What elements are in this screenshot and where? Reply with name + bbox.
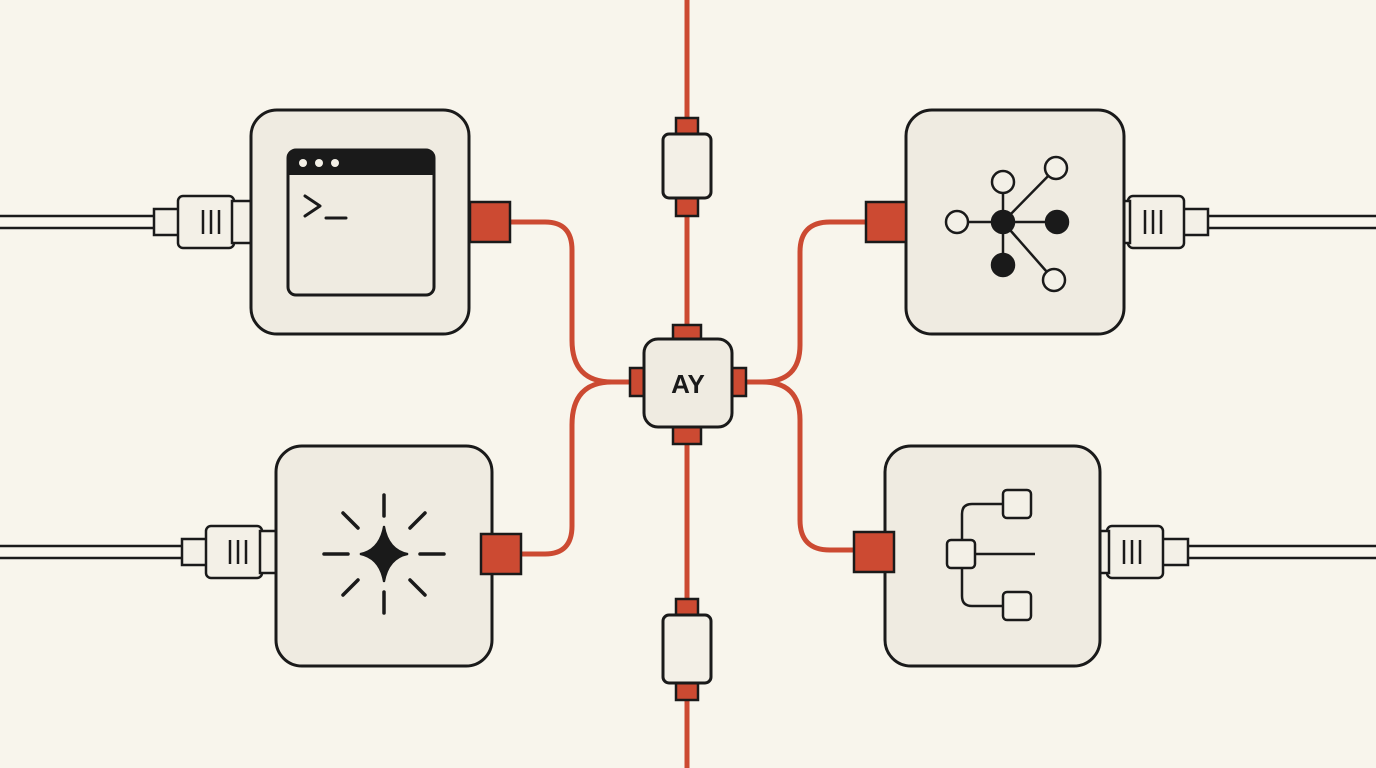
hierarchy-tree-icon (945, 488, 1035, 622)
terminal-window-icon (286, 148, 436, 297)
node-tree (852, 444, 1102, 668)
node-terminal (249, 108, 512, 336)
top-inline-connector (661, 116, 713, 218)
sparkle-burst-icon (322, 493, 446, 615)
accent-cables (507, 219, 871, 557)
node-network (864, 108, 1126, 336)
cable-tree-to-hub (759, 379, 861, 553)
cable-network-to-hub (732, 219, 871, 385)
cable-terminal-to-hub (507, 219, 643, 385)
hub-node: AY (628, 323, 748, 446)
right-cable-bottom (1087, 524, 1376, 580)
left-cable-top (0, 194, 254, 250)
bottom-inline-connector (661, 597, 713, 702)
cable-spark-to-hub (517, 379, 615, 557)
node-spark (274, 444, 523, 668)
right-cable-top (1108, 194, 1376, 250)
left-cable-bottom (0, 524, 282, 580)
vertical-trunk (661, 0, 713, 768)
network-graph-icon (944, 155, 1070, 293)
hub-label: AY (671, 369, 705, 399)
